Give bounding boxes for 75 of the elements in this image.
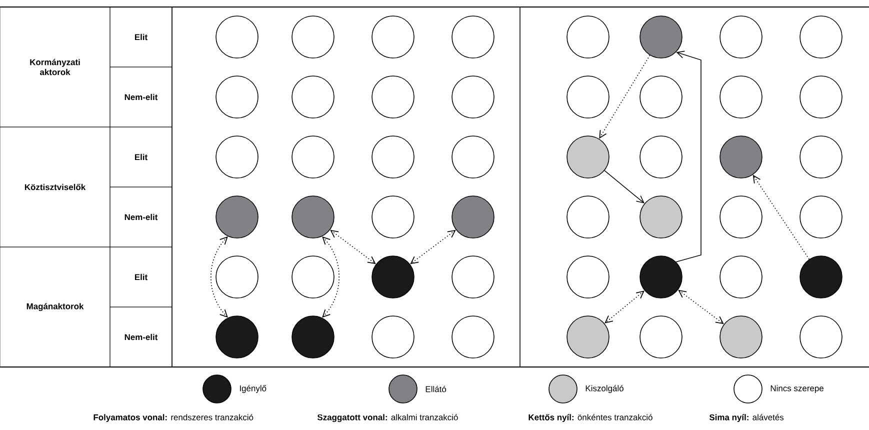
circle xyxy=(372,136,414,178)
row-cell: Elit xyxy=(110,6,172,68)
arrow xyxy=(330,230,376,264)
circle xyxy=(216,16,258,58)
arrow xyxy=(604,290,644,324)
circle xyxy=(566,196,610,238)
row-cell: Nem-elit xyxy=(110,66,172,128)
circle xyxy=(566,76,610,118)
circle xyxy=(452,196,494,238)
legend-label: Kiszolgáló xyxy=(586,385,624,393)
circle xyxy=(216,196,258,238)
circle xyxy=(216,316,258,358)
circle xyxy=(640,256,682,298)
circle xyxy=(452,316,494,358)
circle xyxy=(292,76,334,118)
circle xyxy=(216,256,258,298)
row-cell: Nem-elit xyxy=(110,306,172,368)
arrow xyxy=(676,50,702,262)
circle xyxy=(800,196,842,238)
circle xyxy=(292,196,334,238)
circle xyxy=(292,316,334,358)
group-cell: Kormányzati aktorok xyxy=(0,6,110,128)
arrow xyxy=(599,54,650,139)
circle xyxy=(566,136,610,178)
circle xyxy=(800,136,842,178)
note: Kettős nyíl: önkéntes tranzakció xyxy=(528,414,652,422)
group-cell: Magánaktorok xyxy=(0,246,110,368)
circle xyxy=(640,76,682,118)
circle xyxy=(800,256,842,298)
note: Szaggatott vonal: alkalmi tranzakció xyxy=(317,414,458,422)
legend-label: Ellátó xyxy=(426,386,446,392)
circle xyxy=(452,76,494,118)
circle xyxy=(720,76,762,118)
circle xyxy=(452,136,494,178)
arrow xyxy=(410,230,456,264)
row-cell: Elit xyxy=(110,126,172,188)
group-cell: Köztisztviselők xyxy=(0,126,110,248)
circle xyxy=(640,316,682,358)
circle xyxy=(292,16,334,58)
circle xyxy=(800,316,842,358)
circle xyxy=(640,196,682,238)
row-cell: Elit xyxy=(110,246,172,308)
circle xyxy=(720,316,762,358)
arrow xyxy=(322,236,340,318)
circle xyxy=(452,256,494,298)
circle xyxy=(566,316,610,358)
circle xyxy=(720,136,762,178)
circle xyxy=(720,196,762,238)
circle xyxy=(800,76,842,118)
legend-label: Nincs szerepe xyxy=(770,385,824,393)
circle xyxy=(640,16,682,58)
circle xyxy=(720,16,762,58)
circle xyxy=(372,76,414,118)
circle xyxy=(566,16,610,58)
note: Folyamatos vonal: rendszeres tranzakció xyxy=(94,414,254,422)
circle xyxy=(800,16,842,58)
note: Sima nyíl: alávetés xyxy=(709,414,784,422)
circle xyxy=(452,16,494,58)
arrow xyxy=(210,236,228,318)
circle xyxy=(372,316,414,358)
legend-label: Igénylő xyxy=(240,385,266,393)
arrow xyxy=(604,170,644,204)
arrow xyxy=(678,290,724,324)
arrow xyxy=(752,174,810,260)
circle xyxy=(216,136,258,178)
circle xyxy=(372,16,414,58)
circle xyxy=(640,136,682,178)
circle xyxy=(372,256,414,298)
circle xyxy=(292,136,334,178)
circle xyxy=(292,256,334,298)
circle xyxy=(566,256,610,298)
circle xyxy=(720,256,762,298)
circle xyxy=(372,196,414,238)
row-cell: Nem-elit xyxy=(110,186,172,248)
circle xyxy=(216,76,258,118)
